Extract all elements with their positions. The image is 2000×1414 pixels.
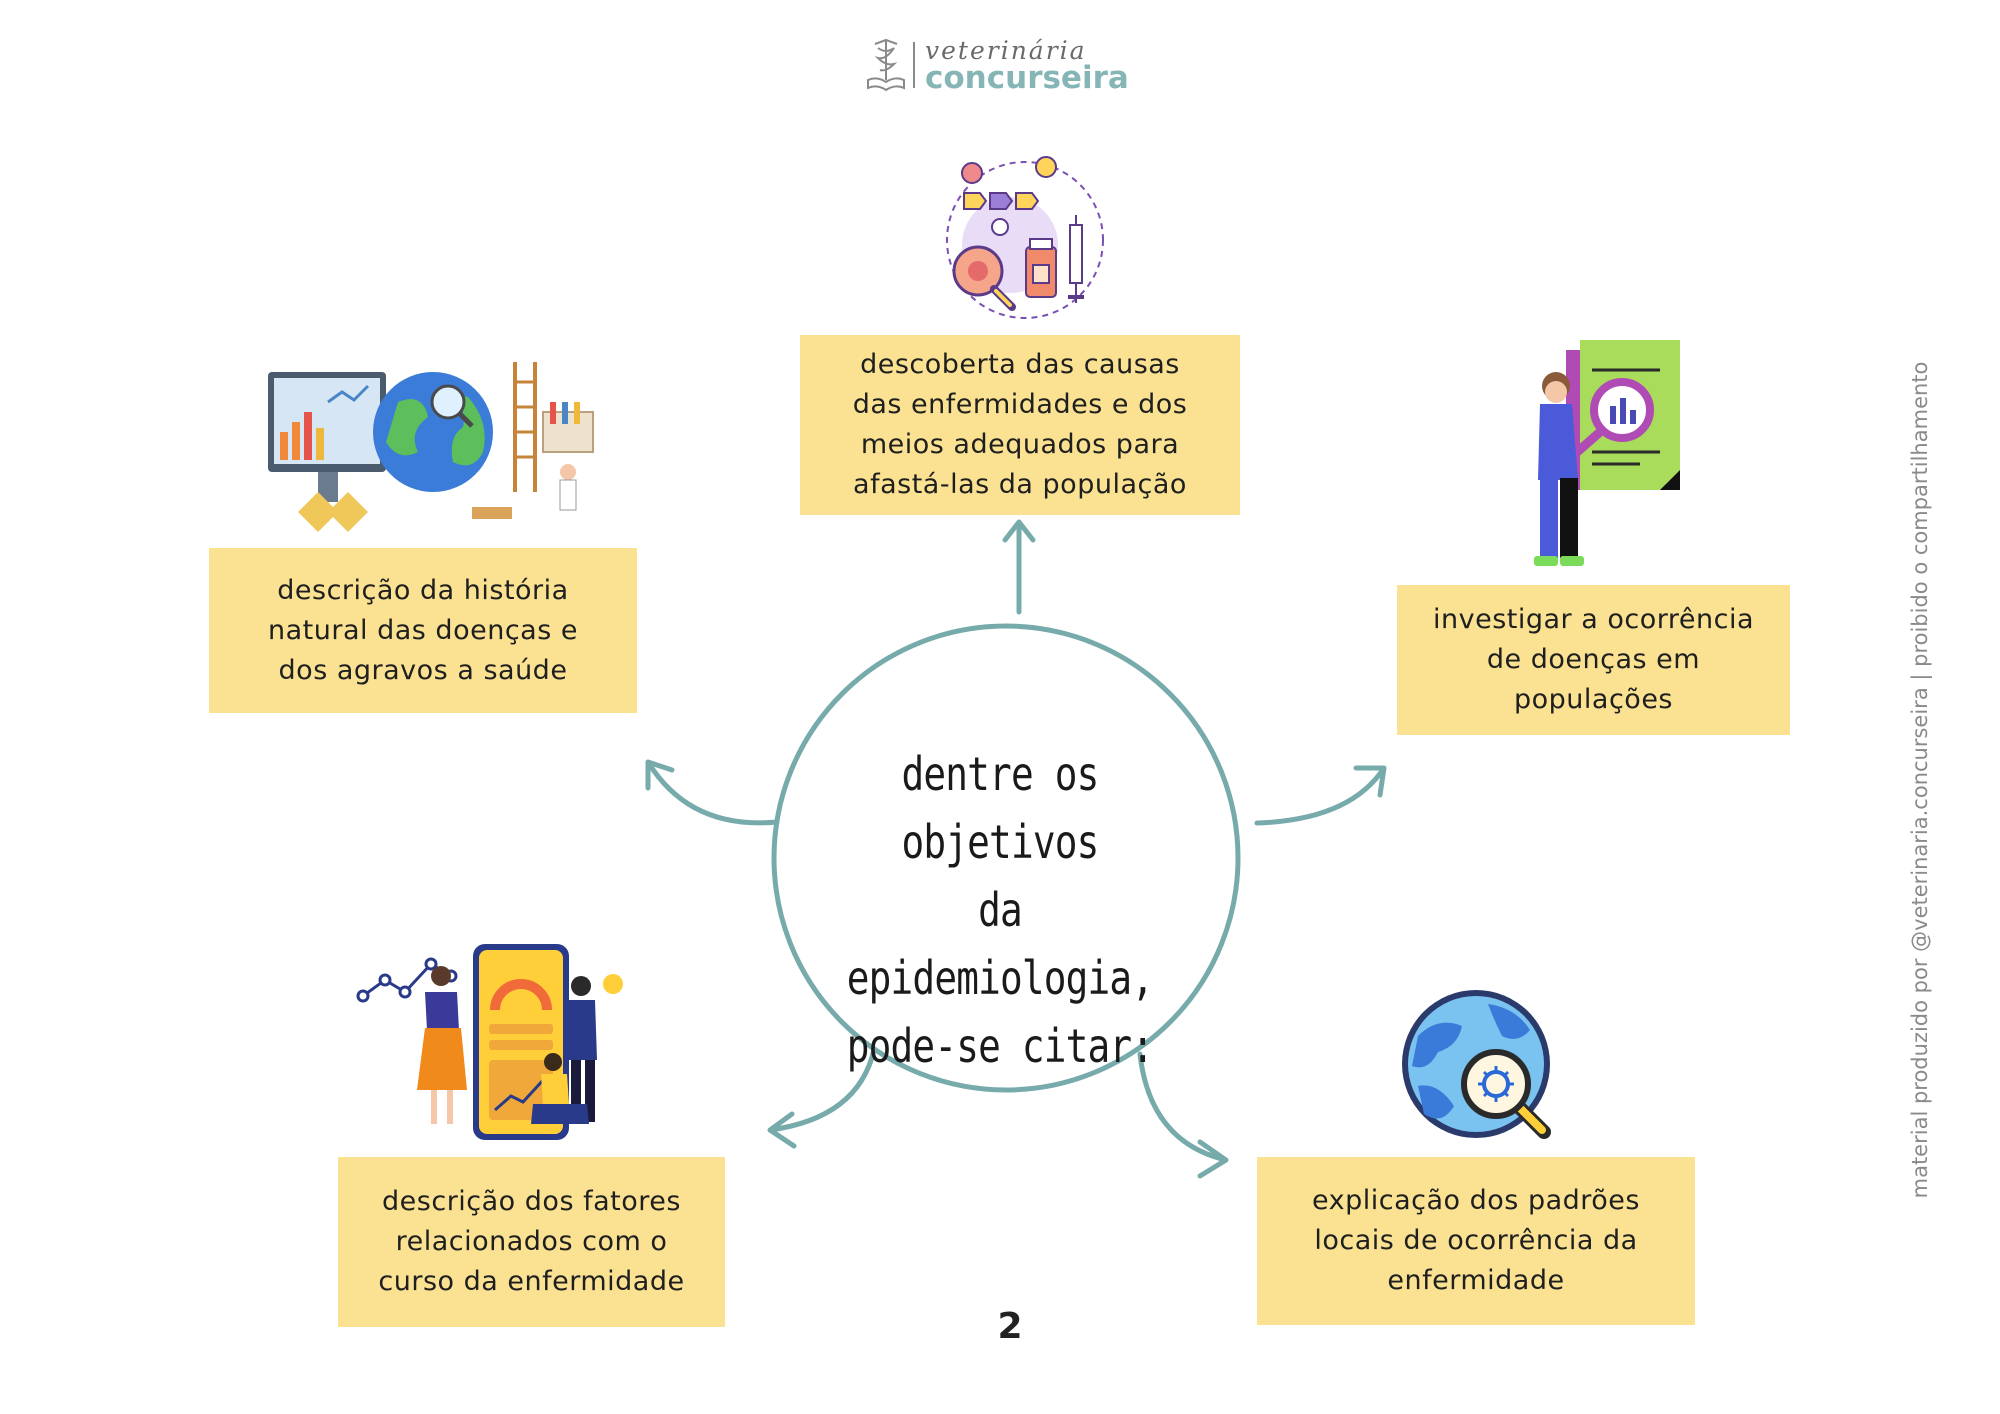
objective-box-bottom-right: explicação dos padrões locais de ocorrên… <box>1257 1157 1695 1325</box>
center-line-3: pode-se citar: <box>846 1019 1154 1073</box>
caduceus-book-icon <box>867 38 905 92</box>
objective-right-line-1: investigar a ocorrência <box>1433 604 1754 635</box>
center-line-2: da epidemiologia, <box>846 883 1154 1005</box>
arrow-right <box>1254 765 1387 826</box>
objective-bottom-left-line-1: descrição dos fatores <box>382 1186 681 1217</box>
objective-right-line-3: populações <box>1514 684 1673 715</box>
arrow-bottom-right <box>1137 1051 1229 1179</box>
objective-bottom-left-line-3: curso da enfermidade <box>378 1266 685 1297</box>
center-circle <box>771 623 1241 1093</box>
objective-top-line-4: afastá-las da população <box>853 469 1187 500</box>
globe-virus-magnifier-icon <box>1402 990 1551 1139</box>
center-heading: dentre os objetivos da epidemiologia, po… <box>828 740 1172 1080</box>
globe-lab-research-icon <box>268 362 594 532</box>
objective-bottom-left-line-2: relacionados com o <box>395 1226 668 1257</box>
page-number: 2 <box>997 1306 1023 1347</box>
objective-left-line-2: natural das doenças e <box>268 614 578 646</box>
objective-bottom-right-line-2: locais de ocorrência da <box>1314 1225 1638 1256</box>
logo-name-text: concurseira <box>925 60 1129 96</box>
objective-box-left: descrição da história natural das doença… <box>209 548 637 713</box>
objective-box-top: descoberta das causas das enfermidades e… <box>800 335 1240 515</box>
objective-top-line-1: descoberta das causas <box>860 349 1180 380</box>
objective-box-bottom-left: descrição dos fatores relacionados com o… <box>338 1157 725 1327</box>
objective-left-line-1: descrição da história <box>277 574 569 606</box>
objective-bottom-right-line-3: enfermidade <box>1387 1265 1565 1296</box>
analyst-magnifier-icon <box>1534 340 1680 566</box>
objective-top-line-2: das enfermidades e dos <box>852 389 1188 420</box>
center-line-1: dentre os objetivos <box>901 747 1099 869</box>
objective-box-right: investigar a ocorrência de doenças em po… <box>1397 585 1790 735</box>
team-data-phone-icon <box>356 944 623 1140</box>
arrow-left <box>645 759 780 826</box>
objective-left-line-3: dos agravos a saúde <box>278 654 568 686</box>
objective-top-line-3: meios adequados para <box>860 429 1180 460</box>
epidemiology-process-icon <box>946 156 1104 319</box>
logo-divider <box>913 42 915 88</box>
arrow-bottom-left <box>767 1047 877 1149</box>
logo-script-text: veterinária <box>925 36 1087 65</box>
copyright-side-note: material produzido por @veterinaria.conc… <box>1908 361 1932 1199</box>
brand-logo: veterinária concurseira <box>865 34 1155 96</box>
objective-bottom-right-line-1: explicação dos padrões <box>1312 1185 1640 1216</box>
arrow-top <box>1002 519 1036 615</box>
objective-right-line-2: de doenças em <box>1486 644 1701 675</box>
